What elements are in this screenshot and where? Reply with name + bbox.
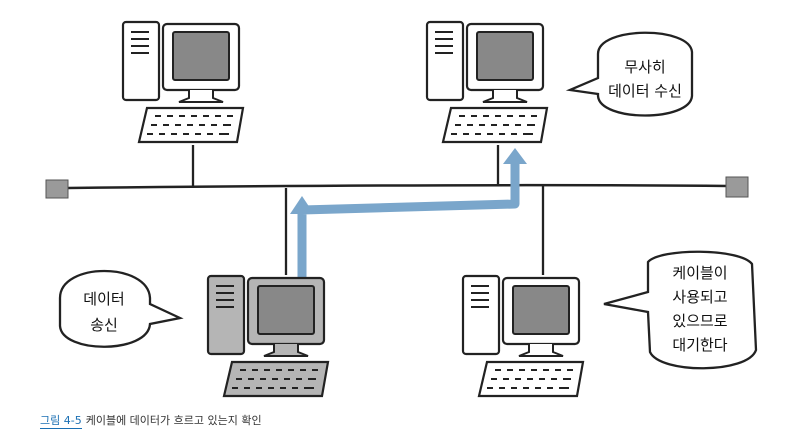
receiver-line-2: 데이터 수신 xyxy=(608,82,682,100)
figure-number: 그림 4-5 xyxy=(40,414,82,429)
terminator-left xyxy=(45,179,69,199)
computer-sender xyxy=(206,274,330,398)
waiting-line-3: 있으므로 xyxy=(672,312,727,330)
arrowhead-up-right xyxy=(503,148,527,164)
speech-bubble-waiting: 케이블이 사용되고 있으므로 대기한다 xyxy=(603,250,758,370)
speech-bubble-sender: 데이터 송신 xyxy=(58,270,184,348)
data-flow-arrow xyxy=(297,160,520,278)
sender-line-2: 송신 xyxy=(90,316,118,334)
computer-top-left xyxy=(121,20,245,144)
waiting-line-2: 사용되고 xyxy=(672,288,727,306)
waiting-line-4: 대기한다 xyxy=(672,336,727,354)
sender-line-1: 데이터 xyxy=(83,290,124,308)
figure-caption-text: 케이블에 데이터가 흐르고 있는지 확인 xyxy=(85,414,262,427)
arrowhead-up-left xyxy=(290,196,314,214)
speech-bubble-receiver: 무사히 데이터 수신 xyxy=(565,31,694,117)
network-cable xyxy=(67,183,729,190)
receiver-line-1: 무사히 xyxy=(624,58,665,76)
terminator-right xyxy=(725,176,749,198)
computer-top-right xyxy=(425,20,549,144)
waiting-line-1: 케이블이 xyxy=(672,264,727,282)
computer-waiting xyxy=(461,274,585,398)
